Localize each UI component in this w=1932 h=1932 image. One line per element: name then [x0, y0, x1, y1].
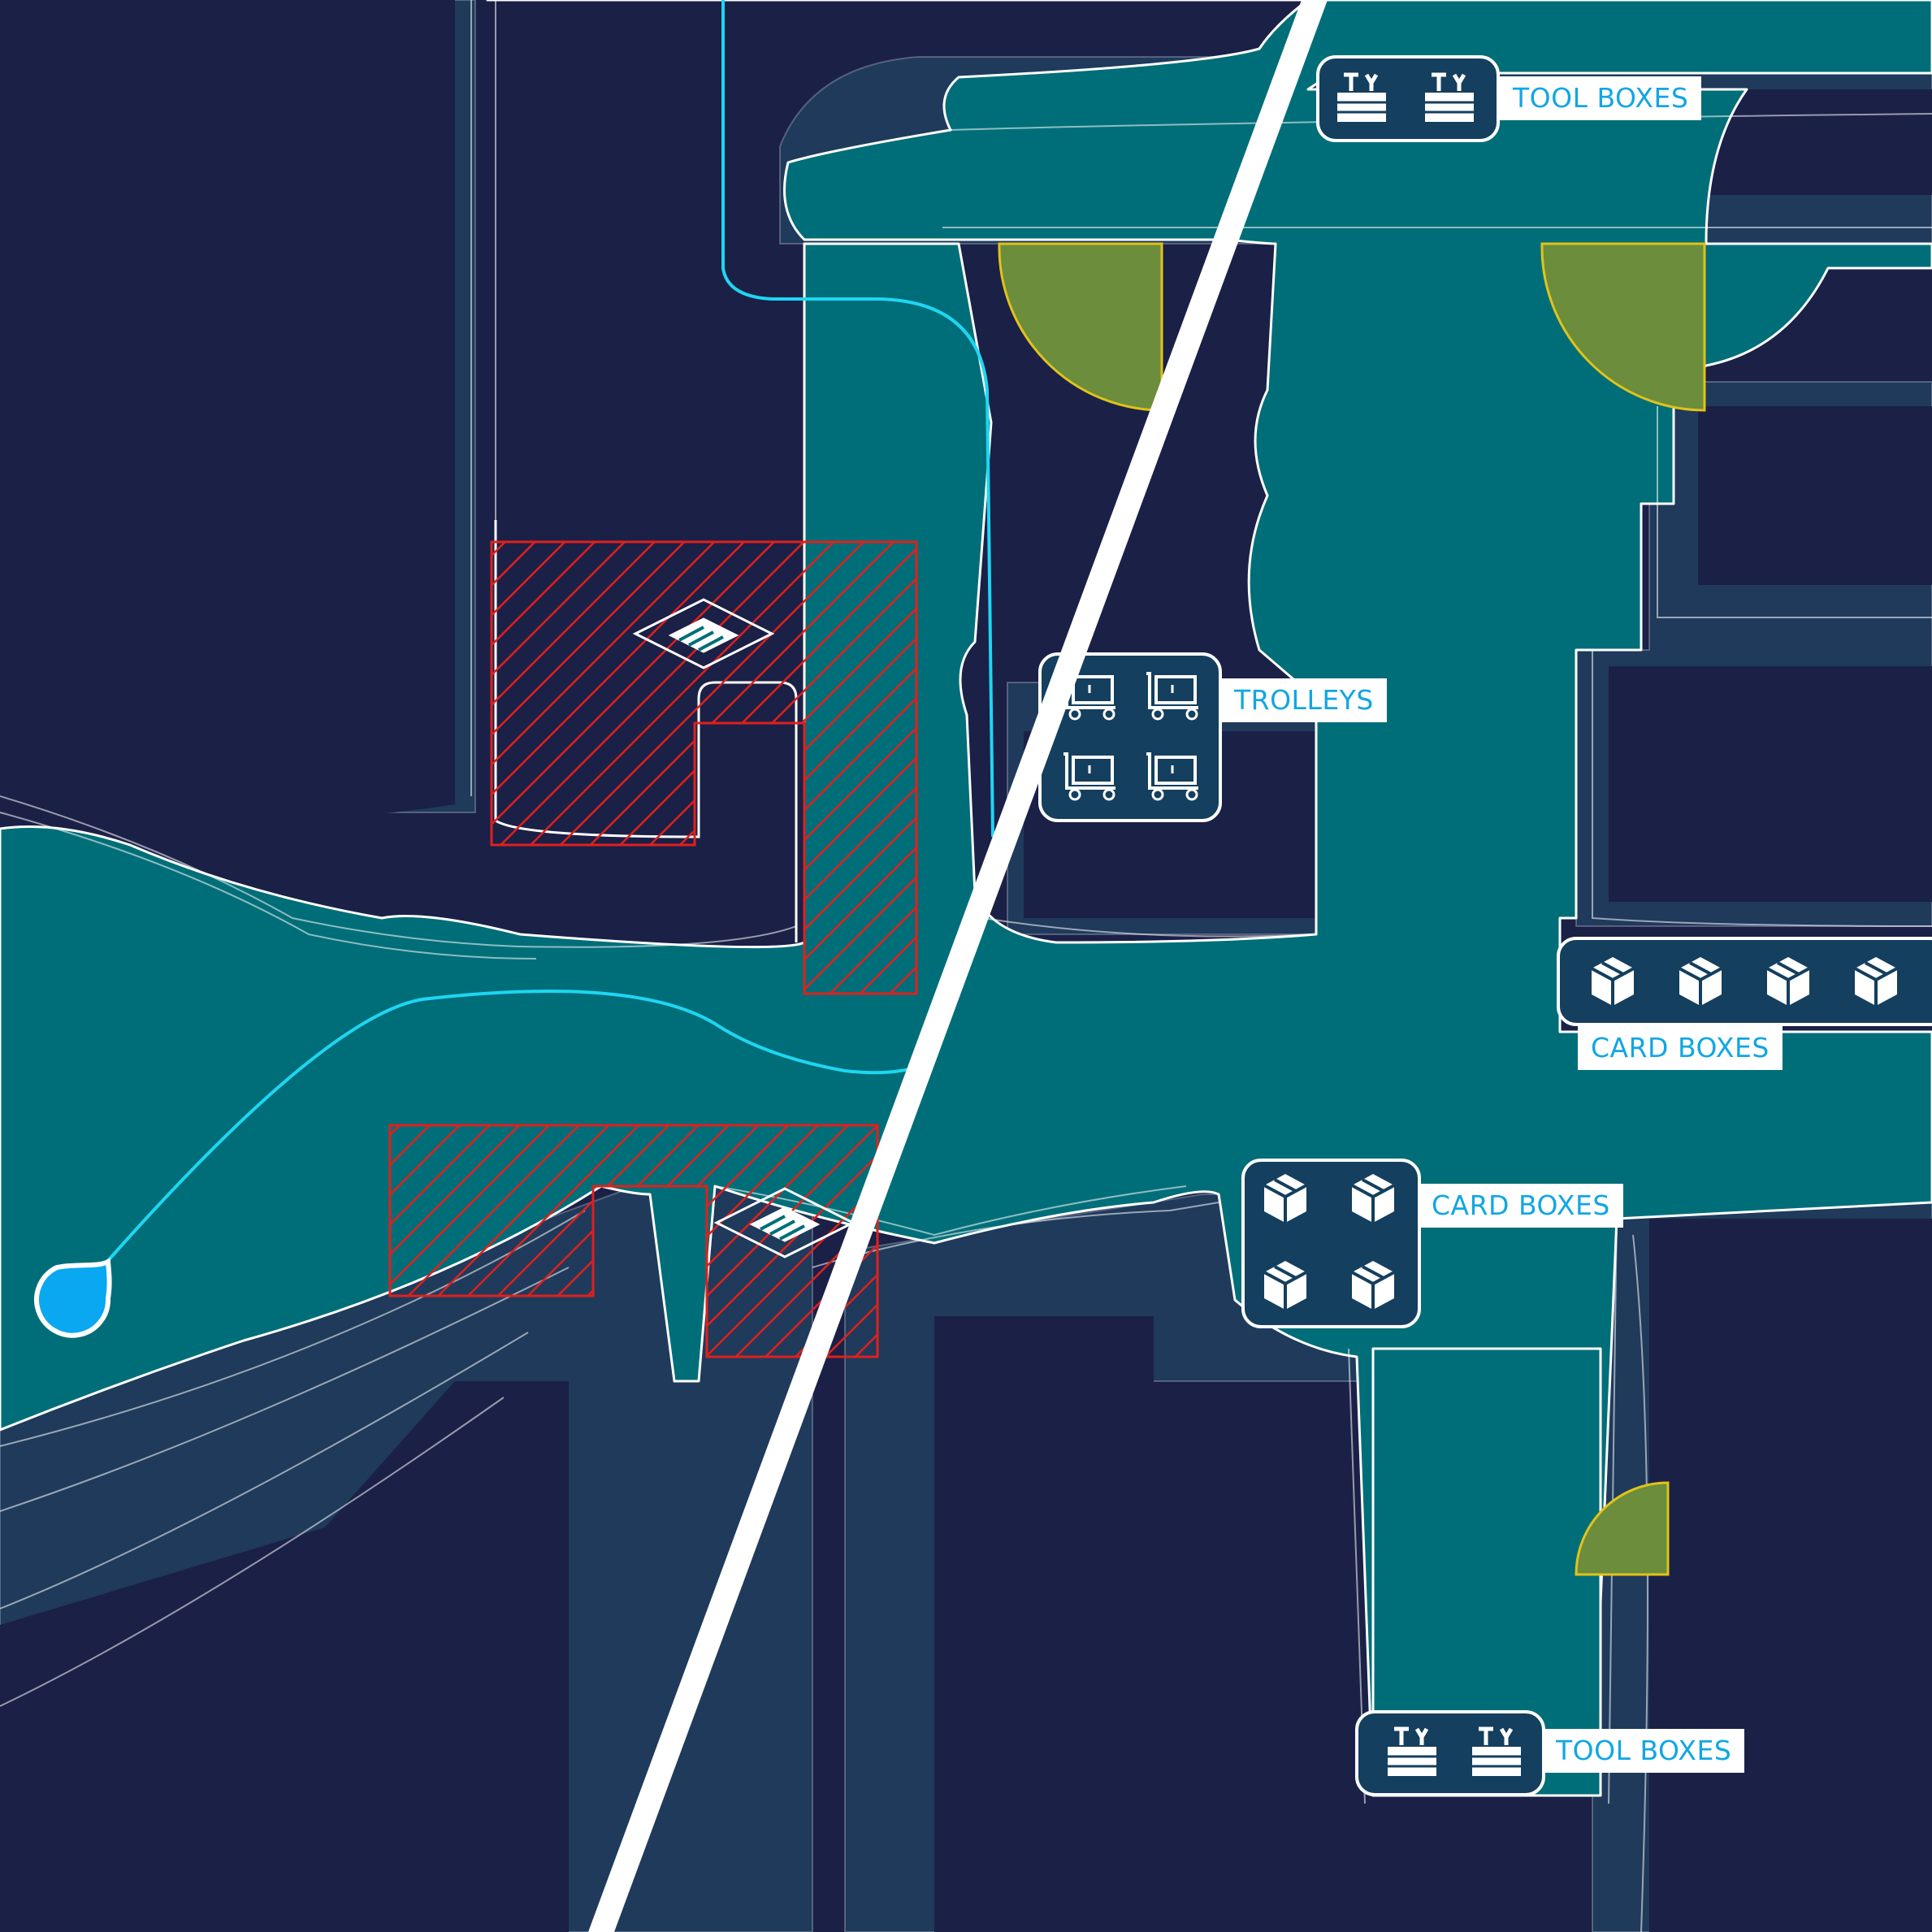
- tool-box-icon[interactable]: [1425, 72, 1474, 122]
- tool-box-icon[interactable]: [1337, 72, 1386, 122]
- trolley-icon[interactable]: [1063, 752, 1115, 801]
- card-box-icon[interactable]: [1263, 1174, 1307, 1223]
- contour-line: [0, 1267, 570, 1512]
- comparison-divider: [588, 0, 1328, 1932]
- contour-line: [1592, 650, 1932, 927]
- trolley-block-inner: [1048, 662, 1212, 812]
- card-box-icon[interactable]: [1263, 1261, 1307, 1310]
- robot-station-marker[interactable]: [34, 1258, 112, 1338]
- obstacle-bottom-center: [934, 1316, 1154, 1932]
- card-box-icon[interactable]: [1351, 1261, 1395, 1310]
- tool-box-icon[interactable]: [1388, 1726, 1436, 1776]
- free-space: [0, 0, 1932, 1797]
- location-pin-icon: [34, 1258, 112, 1338]
- card-box-icon[interactable]: [1854, 957, 1898, 1006]
- card-boxes-right-label: CARD BOXES: [1578, 1026, 1783, 1070]
- free-space-main: [0, 0, 1932, 1797]
- robot-paths: [104, 0, 994, 1265]
- contour-line: [0, 812, 537, 960]
- robot-path-upper: [721, 0, 994, 838]
- free-space-bottom-corridor: [1371, 1347, 1602, 1797]
- trolley-icon[interactable]: [1146, 752, 1198, 801]
- contour-line: [982, 917, 1317, 938]
- trolley-icon[interactable]: [1146, 672, 1198, 721]
- card-box-icon[interactable]: [1591, 957, 1635, 1006]
- obstacle-right-upper: [1698, 406, 1932, 585]
- tool-box-icon[interactable]: [1472, 1726, 1521, 1776]
- trolleys-label: TROLLEYS: [1221, 678, 1387, 722]
- door-swings: [998, 242, 1706, 1576]
- restricted-zones: [388, 540, 918, 1358]
- contour-line: [1657, 406, 1932, 618]
- contour-line: [0, 1332, 529, 1609]
- obstacle-left-wall: [0, 0, 455, 823]
- tool-boxes-top-label: TOOL BOXES: [1500, 76, 1702, 120]
- card-box-icon[interactable]: [1351, 1174, 1395, 1223]
- obstacle-bottom-right: [1649, 1219, 1932, 1932]
- obstacle-right-lower: [1609, 666, 1932, 902]
- tool-boxes-bottom-label: TOOL BOXES: [1543, 1729, 1745, 1773]
- card-boxes-center-label: CARD BOXES: [1419, 1184, 1623, 1228]
- door-swing-top-left: [998, 242, 1163, 412]
- card-box-icon[interactable]: [1766, 957, 1810, 1006]
- group-icons: [1063, 72, 1898, 1776]
- pallet-icon[interactable]: [632, 598, 775, 669]
- obstacle-bottom-left: [0, 1381, 569, 1932]
- card-box-icon[interactable]: [1679, 957, 1722, 1006]
- card-boxes-right-group[interactable]: [1557, 937, 1932, 1026]
- contour-line: [0, 1397, 505, 1707]
- door-swing-bottom: [1575, 1481, 1670, 1576]
- door-swing-top-right: [1540, 242, 1706, 412]
- restricted-zone-upper: [490, 540, 918, 995]
- robot-path-lower: [104, 990, 927, 1265]
- contour-line: [0, 795, 797, 948]
